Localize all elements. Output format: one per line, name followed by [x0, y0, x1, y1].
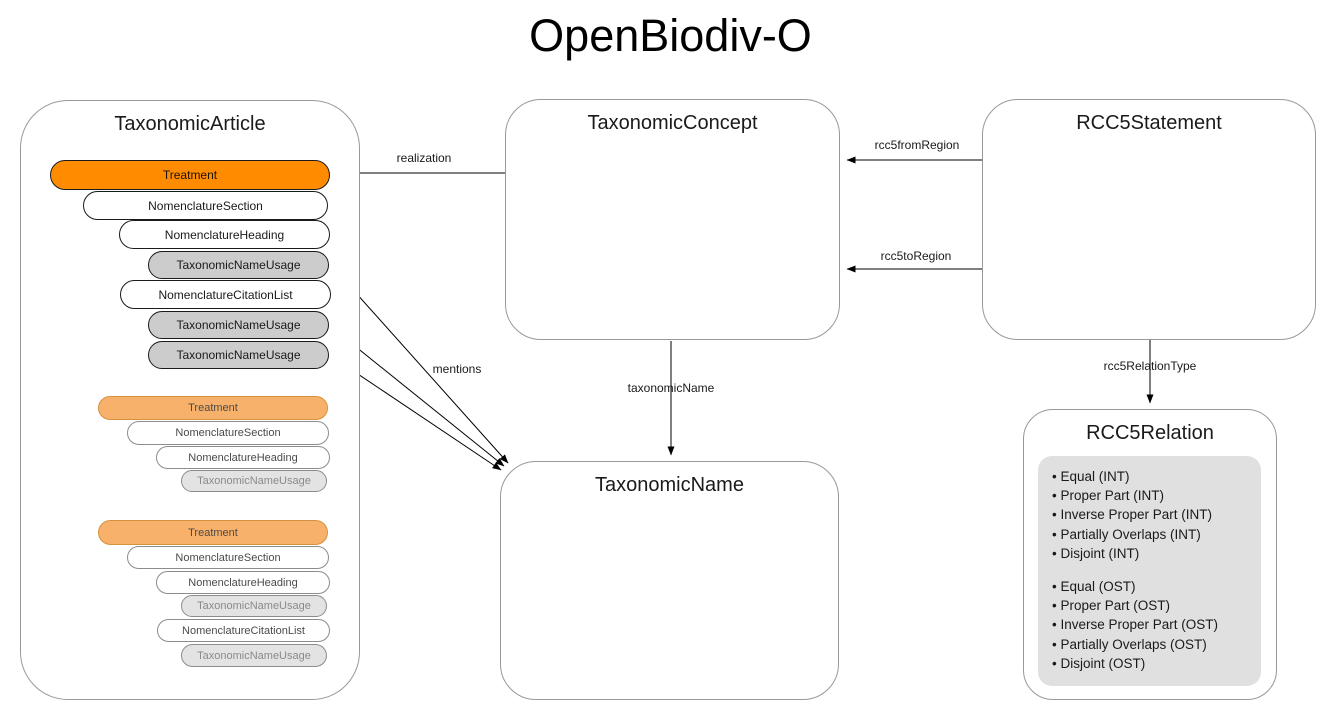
pill-nomenclature-heading: NomenclatureHeading: [156, 446, 330, 469]
list-item: Disjoint (OST): [1052, 654, 1255, 673]
pill-treatment: Treatment: [98, 396, 328, 420]
edge-label-rcc5-relation-type: rcc5RelationType: [1103, 359, 1197, 373]
list-item: Disjoint (INT): [1052, 544, 1255, 563]
list-item: Inverse Proper Part (INT): [1052, 505, 1255, 524]
pill-taxonomic-name-usage: TaxonomicNameUsage: [148, 311, 329, 339]
rcc5-relation-values-panel: Equal (INT) Proper Part (INT) Inverse Pr…: [1038, 456, 1261, 686]
rcc5-int-list: Equal (INT) Proper Part (INT) Inverse Pr…: [1052, 467, 1255, 563]
pill-nomenclature-citation-list: NomenclatureCitationList: [120, 280, 331, 309]
pill-taxonomic-name-usage: TaxonomicNameUsage: [181, 644, 327, 667]
box-rcc5-relation: RCC5Relation Equal (INT) Proper Part (IN…: [1023, 409, 1277, 700]
box-rcc5-relation-title: RCC5Relation: [1086, 422, 1214, 444]
pill-taxonomic-name-usage: TaxonomicNameUsage: [148, 251, 329, 279]
edge-label-taxonomic-name: taxonomicName: [627, 381, 715, 395]
pill-nomenclature-heading: NomenclatureHeading: [119, 220, 330, 249]
pill-nomenclature-section: NomenclatureSection: [127, 546, 329, 569]
list-item: Equal (INT): [1052, 467, 1255, 486]
pill-taxonomic-name-usage: TaxonomicNameUsage: [181, 470, 327, 492]
edge-label-realization: realization: [396, 151, 452, 165]
edge-label-mentions: mentions: [432, 362, 482, 376]
pill-nomenclature-heading: NomenclatureHeading: [156, 571, 330, 594]
list-item: Proper Part (OST): [1052, 596, 1255, 615]
pill-treatment: Treatment: [50, 160, 330, 190]
box-taxonomic-name: TaxonomicName: [500, 461, 839, 700]
box-taxonomic-name-title: TaxonomicName: [595, 474, 744, 496]
pill-nomenclature-citation-list: NomenclatureCitationList: [157, 619, 330, 642]
box-taxonomic-article-title: TaxonomicArticle: [114, 113, 266, 135]
box-rcc5-statement-title: RCC5Statement: [1076, 112, 1222, 134]
rcc5-ost-list: Equal (OST) Proper Part (OST) Inverse Pr…: [1052, 577, 1255, 673]
pill-taxonomic-name-usage: TaxonomicNameUsage: [181, 595, 327, 617]
list-item: Proper Part (INT): [1052, 486, 1255, 505]
list-item: Partially Overlaps (OST): [1052, 635, 1255, 654]
pill-treatment: Treatment: [98, 520, 328, 545]
pill-taxonomic-name-usage: TaxonomicNameUsage: [148, 341, 329, 369]
diagram-title: OpenBiodiv-O: [529, 10, 812, 61]
pill-nomenclature-section: NomenclatureSection: [127, 421, 329, 445]
list-item: Partially Overlaps (INT): [1052, 525, 1255, 544]
box-taxonomic-concept-title: TaxonomicConcept: [587, 112, 758, 134]
edge-label-rcc5-from-region: rcc5fromRegion: [874, 138, 960, 152]
box-taxonomic-concept: TaxonomicConcept: [505, 99, 840, 340]
list-item: Equal (OST): [1052, 577, 1255, 596]
list-item: Inverse Proper Part (OST): [1052, 615, 1255, 634]
pill-nomenclature-section: NomenclatureSection: [83, 191, 328, 220]
edge-label-rcc5-to-region: rcc5toRegion: [880, 249, 952, 263]
box-rcc5-statement: RCC5Statement: [982, 99, 1316, 340]
